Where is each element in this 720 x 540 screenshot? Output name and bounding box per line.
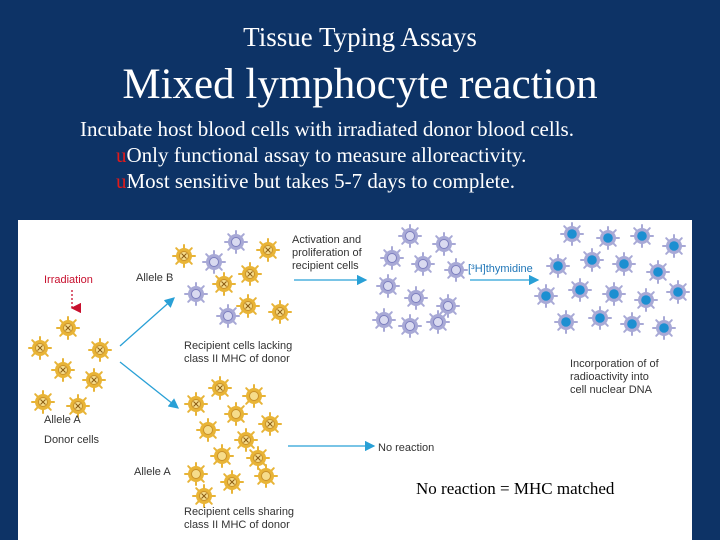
proliferating-cell — [620, 312, 644, 336]
donor-cell — [28, 336, 52, 360]
activation-label-2: proliferation of — [292, 247, 362, 259]
recipient-sharing-label-1: Recipient cells sharing — [184, 506, 295, 518]
proliferating-cell — [560, 222, 584, 246]
activated-recipient-cell — [398, 314, 422, 338]
mixed-cell — [212, 272, 236, 296]
matched-cell — [254, 464, 278, 488]
activated-recipient-cell — [398, 224, 422, 248]
proliferating-cell — [646, 260, 670, 284]
donor-cell — [88, 338, 112, 362]
mixed-cell — [184, 282, 208, 306]
bullet-marker: u — [116, 169, 127, 193]
matched-cell — [184, 392, 208, 416]
matched-cell — [210, 444, 234, 468]
proliferating-cell — [534, 284, 558, 308]
diagram-canvas — [28, 222, 690, 508]
donor-cell — [82, 368, 106, 392]
matched-cell — [258, 412, 282, 436]
donor-cell — [51, 358, 75, 382]
irradiation-label: Irradiation — [44, 274, 93, 286]
activated-recipient-cell — [372, 308, 396, 332]
matched-cell — [224, 402, 248, 426]
thymidine-label: [³H]thymidine — [468, 263, 533, 275]
recipient-lacking-label-1: Recipient cells lacking — [184, 340, 293, 352]
bullet-text: Only functional assay to measure allorea… — [126, 143, 527, 167]
matched-cell — [196, 418, 220, 442]
activated-recipient-cell — [376, 274, 400, 298]
proliferating-cell — [568, 278, 592, 302]
proliferating-cell — [588, 306, 612, 330]
bullet-1: uOnly functional assay to measure allore… — [116, 142, 526, 168]
activated-recipient-cell — [404, 286, 428, 310]
arrow-to-allele-a — [119, 361, 180, 409]
mixed-cell — [256, 238, 280, 262]
activation-label-1: Activation and — [292, 234, 362, 246]
proliferating-cell — [652, 316, 676, 340]
proliferating-cell — [596, 226, 620, 250]
activated-recipient-cell — [411, 252, 435, 276]
mixed-cell — [202, 250, 226, 274]
no-reaction-label: No reaction — [378, 442, 435, 454]
matched-cell — [220, 470, 244, 494]
incorporation-label-1: Incorporation of of — [570, 358, 659, 370]
incorporation-label-2: radioactivity into — [570, 371, 649, 383]
mlr-diagram: Irradiation Allele B Allele A Donor cell… — [18, 220, 692, 540]
proliferating-cell — [554, 310, 578, 334]
arrow-to-allele-b — [119, 297, 175, 347]
donor-cell — [66, 394, 90, 418]
bullet-2: uMost sensitive but takes 5-7 days to co… — [116, 168, 515, 194]
matched-cell — [192, 484, 216, 508]
activated-recipient-cell — [436, 294, 460, 318]
slide-heading: Mixed lymphocyte reaction — [122, 61, 598, 108]
activated-recipient-cell — [444, 258, 468, 282]
recipient-sharing-label-2: class II MHC of donor — [184, 519, 290, 531]
allele-a-label-2: Allele A — [134, 466, 171, 478]
activated-recipient-cell — [426, 310, 450, 334]
proliferating-cell — [612, 252, 636, 276]
proliferating-cell — [666, 280, 690, 304]
allele-a-label: Allele A — [44, 414, 81, 426]
bullet-text: Most sensitive but takes 5-7 days to com… — [126, 169, 515, 193]
matched-cell — [234, 428, 258, 452]
recipient-lacking-label-2: class II MHC of donor — [184, 353, 290, 365]
matched-cell — [246, 446, 270, 470]
slide-title: Tissue Typing Assays — [243, 22, 477, 52]
incorporation-label-3: cell nuclear DNA — [570, 384, 652, 396]
mixed-cell — [224, 230, 248, 254]
proliferating-cell — [662, 234, 686, 258]
mixed-cell — [236, 294, 260, 318]
activated-recipient-cell — [380, 246, 404, 270]
mixed-cell — [216, 304, 240, 328]
mixed-cell — [268, 300, 292, 324]
proliferating-cell — [546, 254, 570, 278]
mixed-cell — [172, 244, 196, 268]
mixed-cell — [238, 262, 262, 286]
matched-cell — [242, 384, 266, 408]
matched-cell — [208, 376, 232, 400]
proliferating-cell — [634, 288, 658, 312]
activation-label-3: recipient cells — [292, 260, 359, 272]
activated-recipient-cell — [432, 232, 456, 256]
donor-cell — [31, 390, 55, 414]
matched-cell — [184, 462, 208, 486]
proliferating-cell — [630, 224, 654, 248]
donor-cells-label: Donor cells — [44, 434, 100, 446]
proliferating-cell — [602, 282, 626, 306]
donor-cell — [56, 316, 80, 340]
proliferating-cell — [580, 248, 604, 272]
allele-b-label: Allele B — [136, 272, 174, 284]
intro-text: Incubate host blood cells with irradiate… — [80, 117, 574, 141]
bullet-marker: u — [116, 143, 127, 167]
diagram-caption: No reaction = MHC matched — [416, 474, 656, 504]
